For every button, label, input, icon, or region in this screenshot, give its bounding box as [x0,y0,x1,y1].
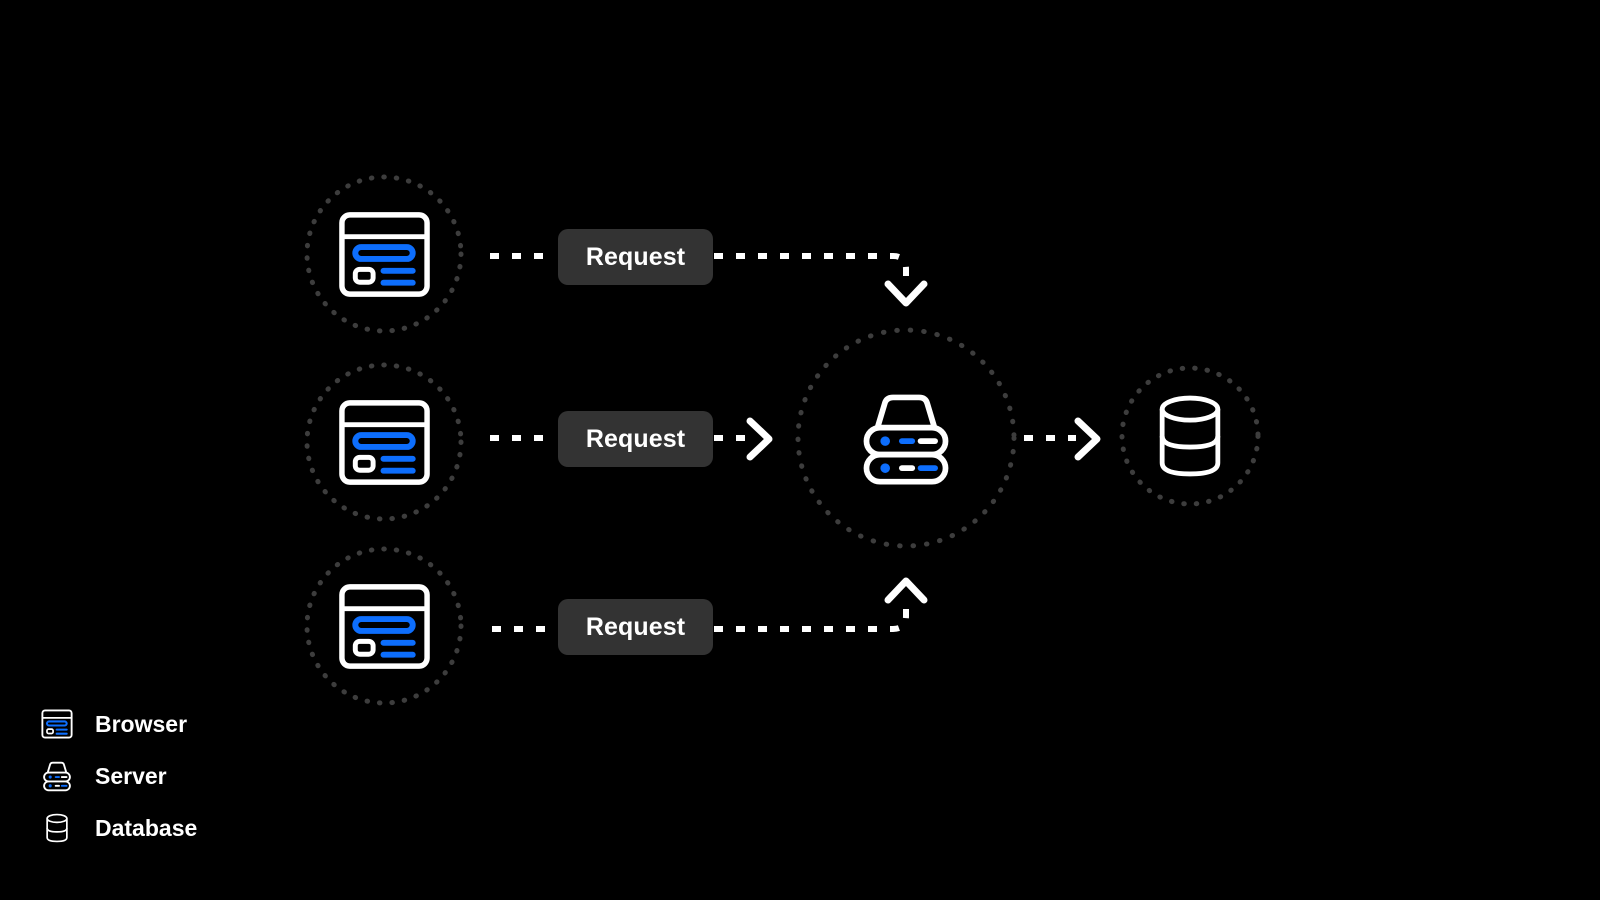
connector-top-right [714,253,909,284]
connector-bottom-right [714,600,909,632]
right-chevron-icon [746,417,773,461]
browser-icon [40,707,74,741]
request-label-bottom[interactable]: Request [558,599,713,655]
ring-database [1119,365,1261,507]
arrowheads [746,280,1101,604]
database-icon [1162,398,1218,474]
legend-label-browser: Browser [95,710,188,737]
connectors [490,253,1076,632]
legend-label-database: Database [95,814,198,841]
browser-icon [342,403,427,482]
browser-icon [342,215,427,294]
node-rings [304,174,1261,706]
legend-item-database: Database [40,802,360,854]
request-label-top[interactable]: Request [558,229,713,285]
database-icon [40,811,74,845]
down-chevron-icon [884,280,928,307]
browser-icon [342,587,427,666]
legend-item-server: Server [40,750,360,802]
legend-item-browser: Browser [40,698,360,750]
up-chevron-icon [884,577,928,604]
legend-label-server: Server [95,762,167,789]
right-chevron-icon-db [1074,417,1101,461]
ring-server [795,327,1017,549]
request-label-middle[interactable]: Request [558,411,713,467]
server-icon [866,397,945,481]
server-icon [40,759,74,793]
legend: Browser Server Database [40,698,360,854]
ring-browser-top [304,174,464,334]
node-icons [342,215,1218,666]
ring-browser-bottom [304,546,464,706]
ring-browser-middle [304,362,464,522]
